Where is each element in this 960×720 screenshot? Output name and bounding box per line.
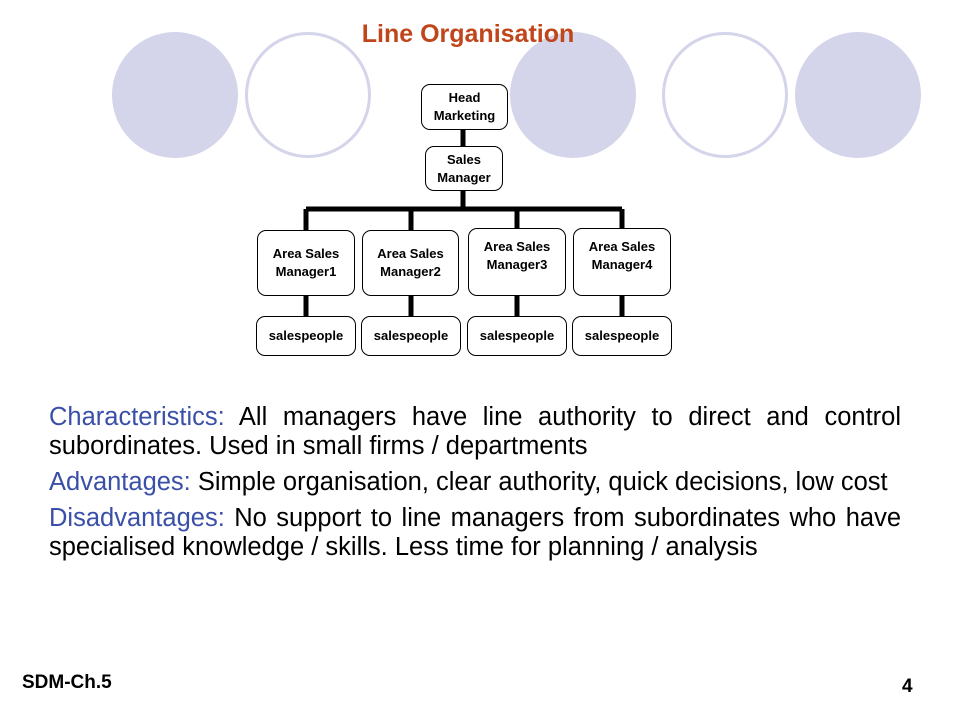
slide-title: Line Organisation [361,20,575,48]
disadvantages-paragraph: Disadvantages: No support to line manage… [49,504,901,562]
characteristics-label: Characteristics: [49,403,225,431]
decorative-circle [245,32,371,158]
characteristics-text: All managers have line authority to dire… [49,403,901,460]
org-node-salespeople: salespeople [572,316,672,356]
decorative-circle [795,32,921,158]
advantages-text: Simple organisation, clear authority, qu… [190,468,888,496]
org-node-salespeople: salespeople [256,316,356,356]
slide-body: Characteristics: All managers have line … [49,403,901,569]
org-node-area-sales-manager: Area Sales Manager2 [362,230,459,296]
disadvantages-text: No support to line managers from subordi… [49,504,901,561]
page-number: 4 [902,676,913,697]
org-node-area-sales-manager: Area Sales Manager3 [468,228,566,296]
advantages-paragraph: Advantages: Simple organisation, clear a… [49,468,901,497]
decorative-circle [662,32,788,158]
org-node-area-sales-manager: Area Sales Manager4 [573,228,671,296]
org-node-sales-manager: Sales Manager [425,146,503,191]
org-node-salespeople: salespeople [467,316,567,356]
disadvantages-label: Disadvantages: [49,504,225,532]
decorative-circle [112,32,238,158]
org-node-area-sales-manager: Area Sales Manager1 [257,230,355,296]
org-node-head-marketing: Head Marketing [421,84,508,130]
decorative-circle [510,32,636,158]
footer-chapter-label: SDM-Ch.5 [22,672,112,693]
characteristics-paragraph: Characteristics: All managers have line … [49,403,901,461]
advantages-label: Advantages: [49,468,191,496]
org-node-salespeople: salespeople [361,316,461,356]
